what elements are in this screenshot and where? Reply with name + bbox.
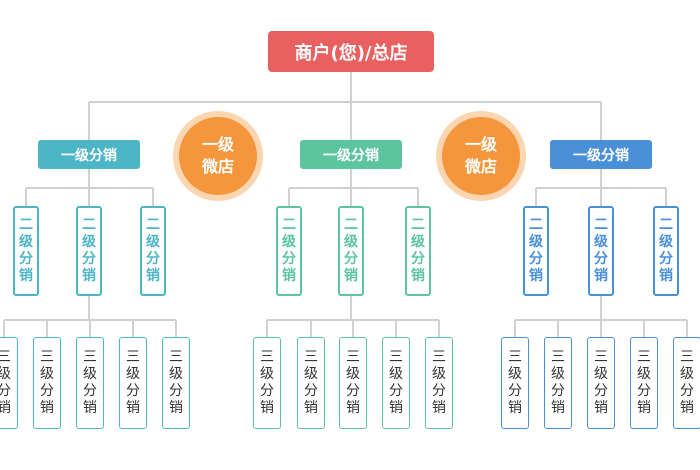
level3-distributor-node: 三级 分销 xyxy=(501,337,529,429)
level3-distributor-node: 三级 分销 xyxy=(0,337,18,429)
level3-distributor-node: 三级 分销 xyxy=(33,337,61,429)
level2-distributor-node: 二级 分销 xyxy=(338,206,364,296)
level1-distributor-node: 一级分销 xyxy=(300,140,402,169)
level1-distributor-node: 一级分销 xyxy=(38,140,140,169)
level2-distributor-node: 二级 分销 xyxy=(76,206,102,296)
level3-distributor-node: 三级 分销 xyxy=(587,337,615,429)
level3-distributor-node: 三级 分销 xyxy=(119,337,147,429)
level1-distributor-node: 一级分销 xyxy=(550,140,652,169)
level2-distributor-node: 二级 分销 xyxy=(276,206,302,296)
level3-distributor-node: 三级 分销 xyxy=(297,337,325,429)
level3-distributor-node: 三级 分销 xyxy=(162,337,190,429)
level3-distributor-node: 三级 分销 xyxy=(673,337,700,429)
level2-distributor-node: 二级 分销 xyxy=(405,206,431,296)
level2-distributor-node: 二级 分销 xyxy=(523,206,549,296)
level2-distributor-node: 二级 分销 xyxy=(140,206,166,296)
level3-distributor-node: 三级 分销 xyxy=(76,337,104,429)
level3-distributor-node: 三级 分销 xyxy=(544,337,572,429)
level2-distributor-node: 二级 分销 xyxy=(653,206,679,296)
micro-store-badge: 一级 微店 xyxy=(179,117,257,195)
level3-distributor-node: 三级 分销 xyxy=(339,337,367,429)
level2-distributor-node: 二级 分销 xyxy=(13,206,39,296)
root-node: 商户(您)/总店 xyxy=(268,31,434,72)
level3-distributor-node: 三级 分销 xyxy=(425,337,453,429)
level3-distributor-node: 三级 分销 xyxy=(253,337,281,429)
micro-store-badge: 一级 微店 xyxy=(442,117,520,195)
level3-distributor-node: 三级 分销 xyxy=(382,337,410,429)
level2-distributor-node: 二级 分销 xyxy=(588,206,614,296)
level3-distributor-node: 三级 分销 xyxy=(630,337,658,429)
